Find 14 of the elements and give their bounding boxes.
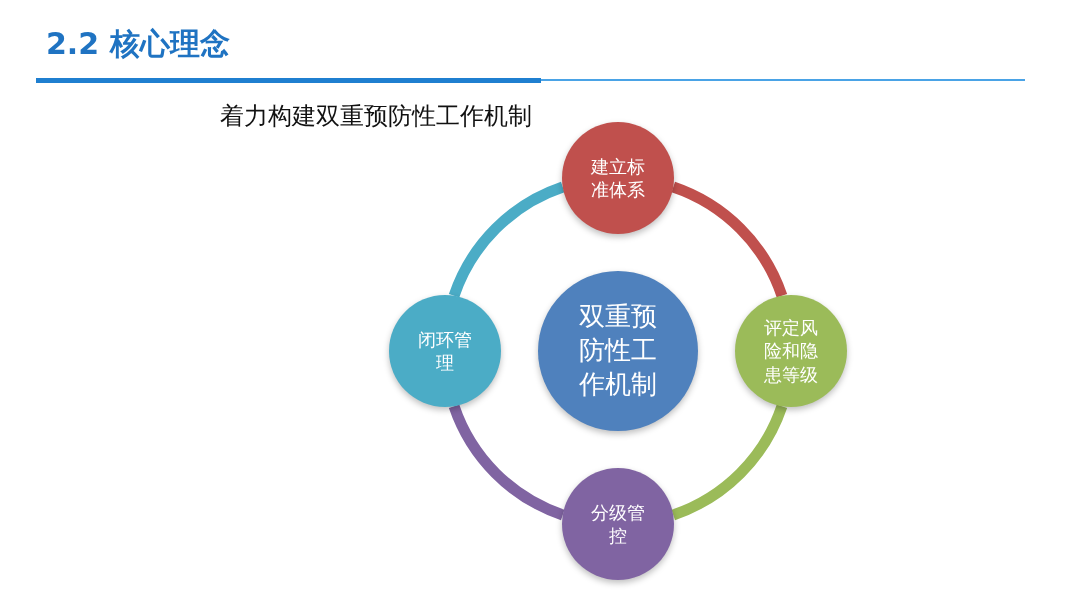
stage-circle	[389, 295, 501, 407]
node-text: 双重预防性工作机制	[578, 300, 658, 401]
stage-circle	[735, 295, 847, 407]
node-text: 闭环管理	[417, 327, 473, 375]
node-text: 分级管控	[590, 500, 646, 548]
stage-circle	[562, 468, 674, 580]
stage-circle	[562, 122, 674, 234]
subtitle: 着力构建双重预防性工作机制	[220, 101, 532, 132]
slide-title: 2.2 核心理念	[46, 25, 230, 63]
node-text: 评定风险和隐患等级	[763, 315, 819, 387]
ring-arc	[671, 404, 788, 521]
ring-arc	[448, 181, 565, 298]
node-text: 建立标准体系	[590, 154, 646, 202]
ring-arc	[671, 181, 788, 298]
